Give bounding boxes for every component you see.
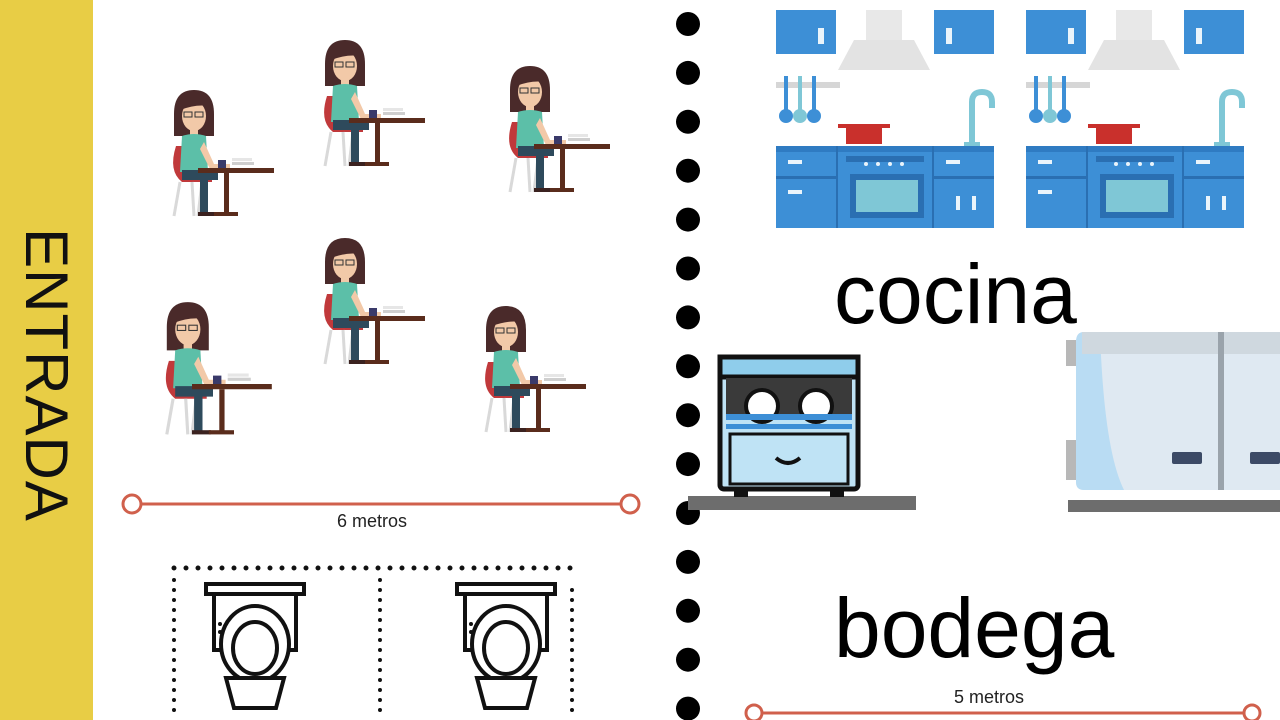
woman-at-table-icon [322, 236, 427, 366]
dining-measure-label: 6 metros [337, 511, 408, 531]
dining-measure-line [121, 493, 641, 515]
kitchen-counter-icon [776, 10, 994, 228]
entrance-bar [0, 0, 93, 720]
woman-at-table-icon [322, 38, 427, 168]
restroom-stalls-outline [171, 565, 577, 720]
dishwasher-icon [688, 354, 916, 510]
storage-label: bodega [834, 581, 1115, 675]
woman-at-table-icon [483, 304, 588, 434]
toilet-icon [455, 582, 557, 710]
kitchen-counter-icon [1026, 10, 1244, 228]
storage-measure-label: 5 metros [954, 687, 1025, 707]
refrigerator-icon [1066, 332, 1280, 512]
woman-at-table-icon [164, 300, 274, 436]
kitchen-label: cocina [834, 247, 1077, 341]
woman-at-table-icon [171, 88, 276, 218]
storage-measure-line [744, 703, 1262, 720]
woman-at-table-icon [507, 64, 612, 194]
entrance-label: ENTRADA [13, 228, 80, 522]
toilet-icon [204, 582, 306, 710]
kitchen-divider-wall [676, 12, 700, 720]
